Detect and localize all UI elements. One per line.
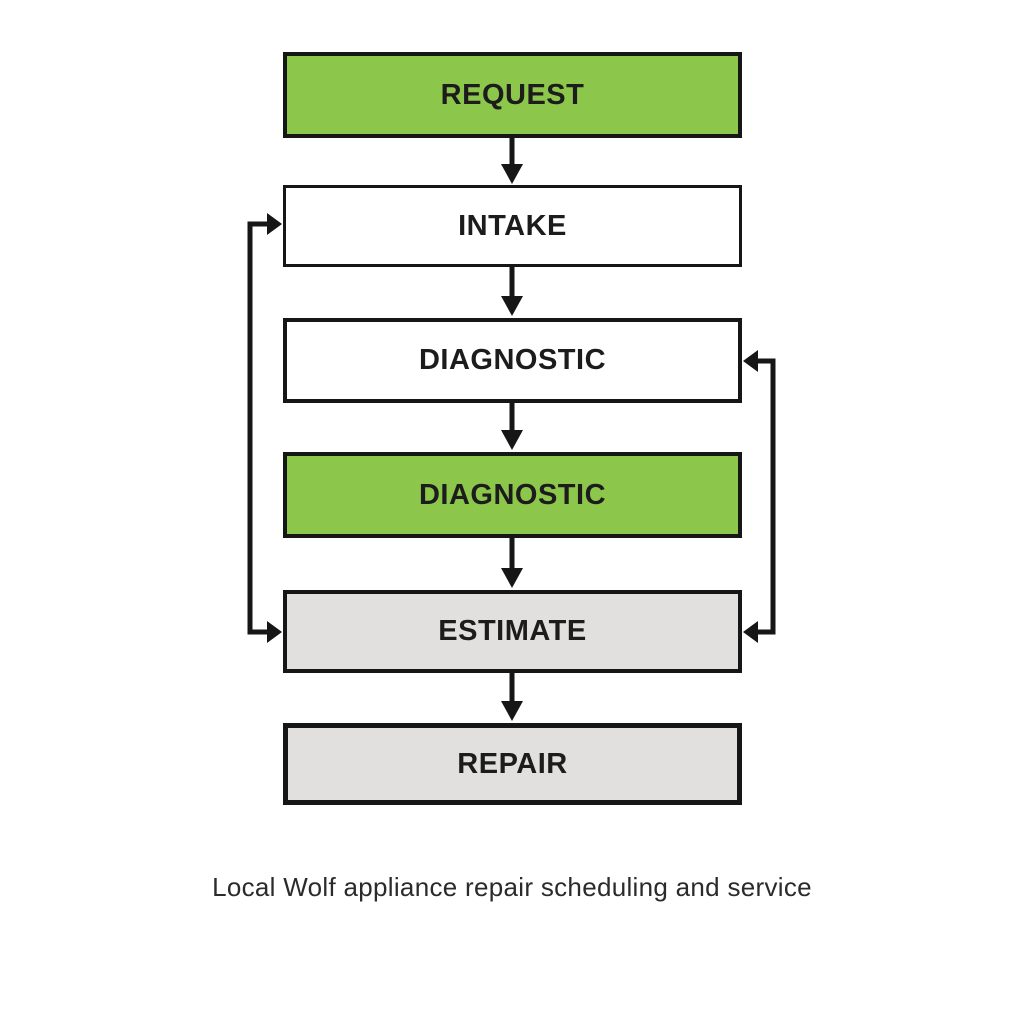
flow-node-intake: INTAKE [283, 185, 742, 267]
flow-node-estimate-label: ESTIMATE [438, 615, 587, 647]
diagram-caption: Local Wolf appliance repair scheduling a… [212, 872, 812, 902]
flow-node-estimate: ESTIMATE [283, 590, 742, 673]
loop-left-bracket [247, 213, 282, 643]
flow-node-diagnostic-2-label: DIAGNOSTIC [418, 478, 607, 511]
flow-node-request-label: REQUEST [440, 78, 585, 111]
flow-node-diagnostic-2: DIAGNOSTIC [283, 452, 742, 538]
arrow-estimate-to-repair [501, 673, 523, 721]
flow-node-repair: REPAIR [283, 723, 742, 805]
arrow-intake-to-diagnostic [501, 267, 523, 316]
loop-right-bracket [743, 350, 776, 643]
flow-node-diagnostic-1: DIAGNOSTIC [283, 318, 742, 403]
flow-node-intake-label: INTAKE [458, 209, 567, 242]
arrow-diagnostic-to-diagnostic [501, 403, 523, 450]
arrow-diagnostic-to-estimate [501, 538, 523, 588]
arrow-request-to-intake [501, 138, 523, 184]
flow-node-diagnostic-1-label: DIAGNOSTIC [418, 344, 607, 376]
flow-node-repair-label: REPAIR [457, 747, 568, 780]
flow-node-request: REQUEST [283, 52, 742, 138]
